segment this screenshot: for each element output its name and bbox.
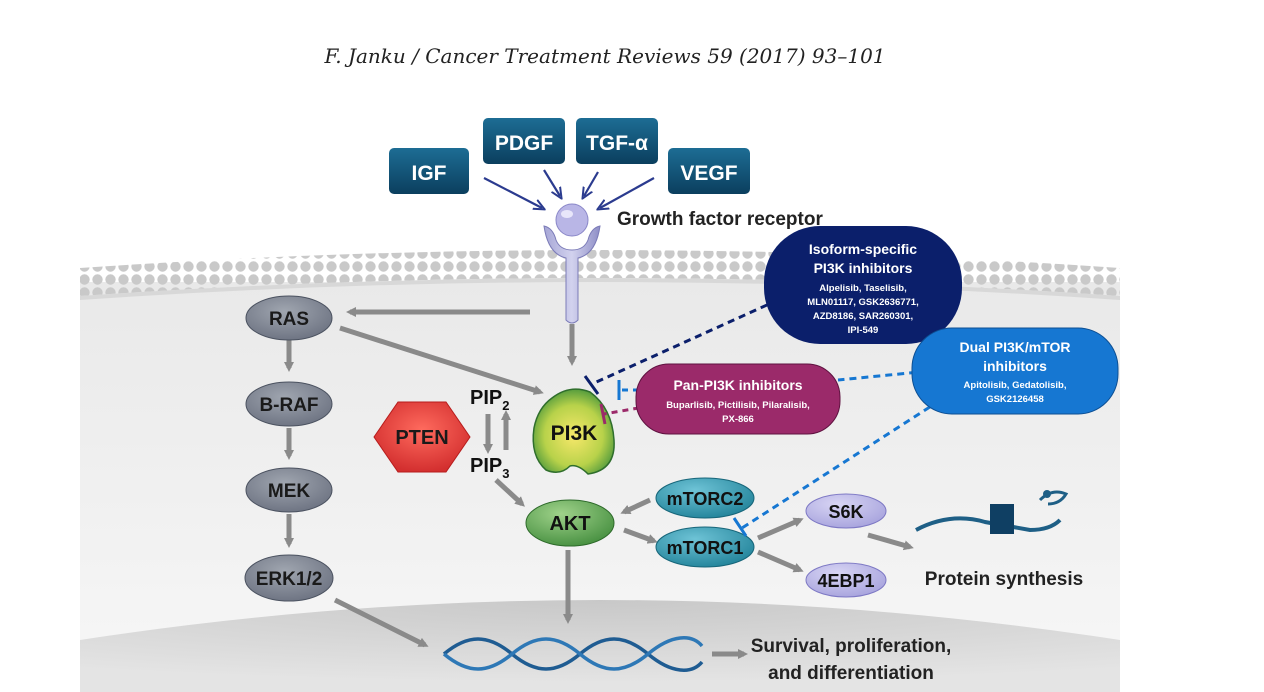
braf-label: B-RAF bbox=[259, 395, 318, 416]
erk-label: ERK1/2 bbox=[256, 569, 323, 590]
journal-citation: F. Janku / Cancer Treatment Reviews 59 (… bbox=[324, 44, 886, 68]
node-pten: PTEN bbox=[373, 401, 471, 473]
signal-arrows bbox=[284, 307, 914, 659]
svg-text:inhibitors: inhibitors bbox=[983, 358, 1047, 374]
ligand-vegf: VEGF bbox=[668, 148, 750, 194]
nucleus bbox=[80, 600, 1120, 692]
ligand-igf-label: IGF bbox=[412, 162, 447, 185]
svg-text:Apitolisib, Gedatolisib,: Apitolisib, Gedatolisib, bbox=[964, 380, 1067, 391]
pip3-label: PIP3 bbox=[470, 455, 509, 481]
receptor-label: Growth factor receptor bbox=[617, 209, 823, 230]
svg-text:PX-866: PX-866 bbox=[722, 414, 754, 425]
svg-text:PIP3: PIP3 bbox=[470, 455, 509, 481]
svg-text:PI3K inhibitors: PI3K inhibitors bbox=[814, 260, 913, 276]
ligand-pdgf: PDGF bbox=[483, 118, 565, 164]
node-akt: AKT bbox=[525, 499, 615, 547]
svg-text:Isoform-specific: Isoform-specific bbox=[809, 241, 917, 257]
node-ras: RAS bbox=[245, 295, 333, 341]
svg-text:Buparlisib, Pictilisib, Pilara: Buparlisib, Pictilisib, Pilaralisib, bbox=[666, 400, 810, 411]
dna-helix bbox=[442, 636, 704, 672]
mek-label: MEK bbox=[268, 481, 311, 502]
node-erk: ERK1/2 bbox=[244, 554, 334, 602]
ligand-vegf-label: VEGF bbox=[680, 162, 737, 185]
s6k-label: S6K bbox=[828, 502, 863, 522]
ligand-arrows bbox=[483, 169, 655, 208]
4ebp1-label: 4EBP1 bbox=[817, 571, 874, 591]
node-braf: B-RAF bbox=[245, 381, 333, 427]
isoform-specific-inhibitors: Isoform-specific PI3K inhibitors Alpelis… bbox=[764, 226, 962, 344]
growth-factor-receptor bbox=[543, 203, 601, 324]
svg-text:Survival, proliferation,: Survival, proliferation, bbox=[751, 636, 952, 657]
svg-text:IPI-549: IPI-549 bbox=[848, 325, 879, 336]
dual-pi3k-mtor-inhibitors: Dual PI3K/mTOR inhibitors Apitolisib, Ge… bbox=[911, 327, 1119, 415]
isoform-inhibition-line bbox=[583, 298, 779, 395]
svg-text:PIP2: PIP2 bbox=[470, 387, 509, 413]
ligand-tgf: TGF-α bbox=[576, 118, 658, 164]
ras-label: RAS bbox=[269, 309, 309, 330]
node-mek: MEK bbox=[245, 467, 333, 513]
node-mtorc2: mTORC2 bbox=[655, 477, 755, 519]
protein-synthesis-illustration bbox=[915, 490, 1069, 534]
svg-text:Alpelisib, Taselisib,: Alpelisib, Taselisib, bbox=[819, 283, 906, 294]
node-s6k: S6K bbox=[805, 493, 887, 529]
akt-label: AKT bbox=[549, 513, 590, 535]
ligand-tgf-label: TGF-α bbox=[586, 132, 648, 155]
node-4ebp1: 4EBP1 bbox=[805, 562, 887, 598]
svg-text:AZD8186, SAR260301,: AZD8186, SAR260301, bbox=[813, 311, 913, 322]
ligand-igf: IGF bbox=[389, 148, 469, 194]
node-mtorc1: mTORC1 bbox=[655, 526, 755, 568]
pten-label: PTEN bbox=[395, 427, 448, 449]
svg-text:MLN01117, GSK2636771,: MLN01117, GSK2636771, bbox=[807, 297, 918, 308]
node-pi3k: PI3K bbox=[532, 388, 615, 475]
pip2-label: PIP2 bbox=[470, 387, 509, 413]
mtorc2-label: mTORC2 bbox=[667, 489, 744, 509]
protein-synthesis-label: Protein synthesis bbox=[925, 569, 1083, 590]
ligand-pdgf-label: PDGF bbox=[495, 132, 554, 155]
svg-text:Pan-PI3K inhibitors: Pan-PI3K inhibitors bbox=[673, 377, 802, 393]
svg-text:and differentiation: and differentiation bbox=[768, 663, 934, 684]
mtorc1-label: mTORC1 bbox=[667, 538, 744, 558]
pi3k-label: PI3K bbox=[551, 422, 598, 445]
survival-label: Survival, proliferation, and differentia… bbox=[751, 636, 952, 684]
svg-text:GSK2126458: GSK2126458 bbox=[986, 394, 1044, 405]
pan-pi3k-inhibitors: Pan-PI3K inhibitors Buparlisib, Pictilis… bbox=[635, 363, 841, 435]
svg-text:Dual PI3K/mTOR: Dual PI3K/mTOR bbox=[960, 339, 1071, 355]
